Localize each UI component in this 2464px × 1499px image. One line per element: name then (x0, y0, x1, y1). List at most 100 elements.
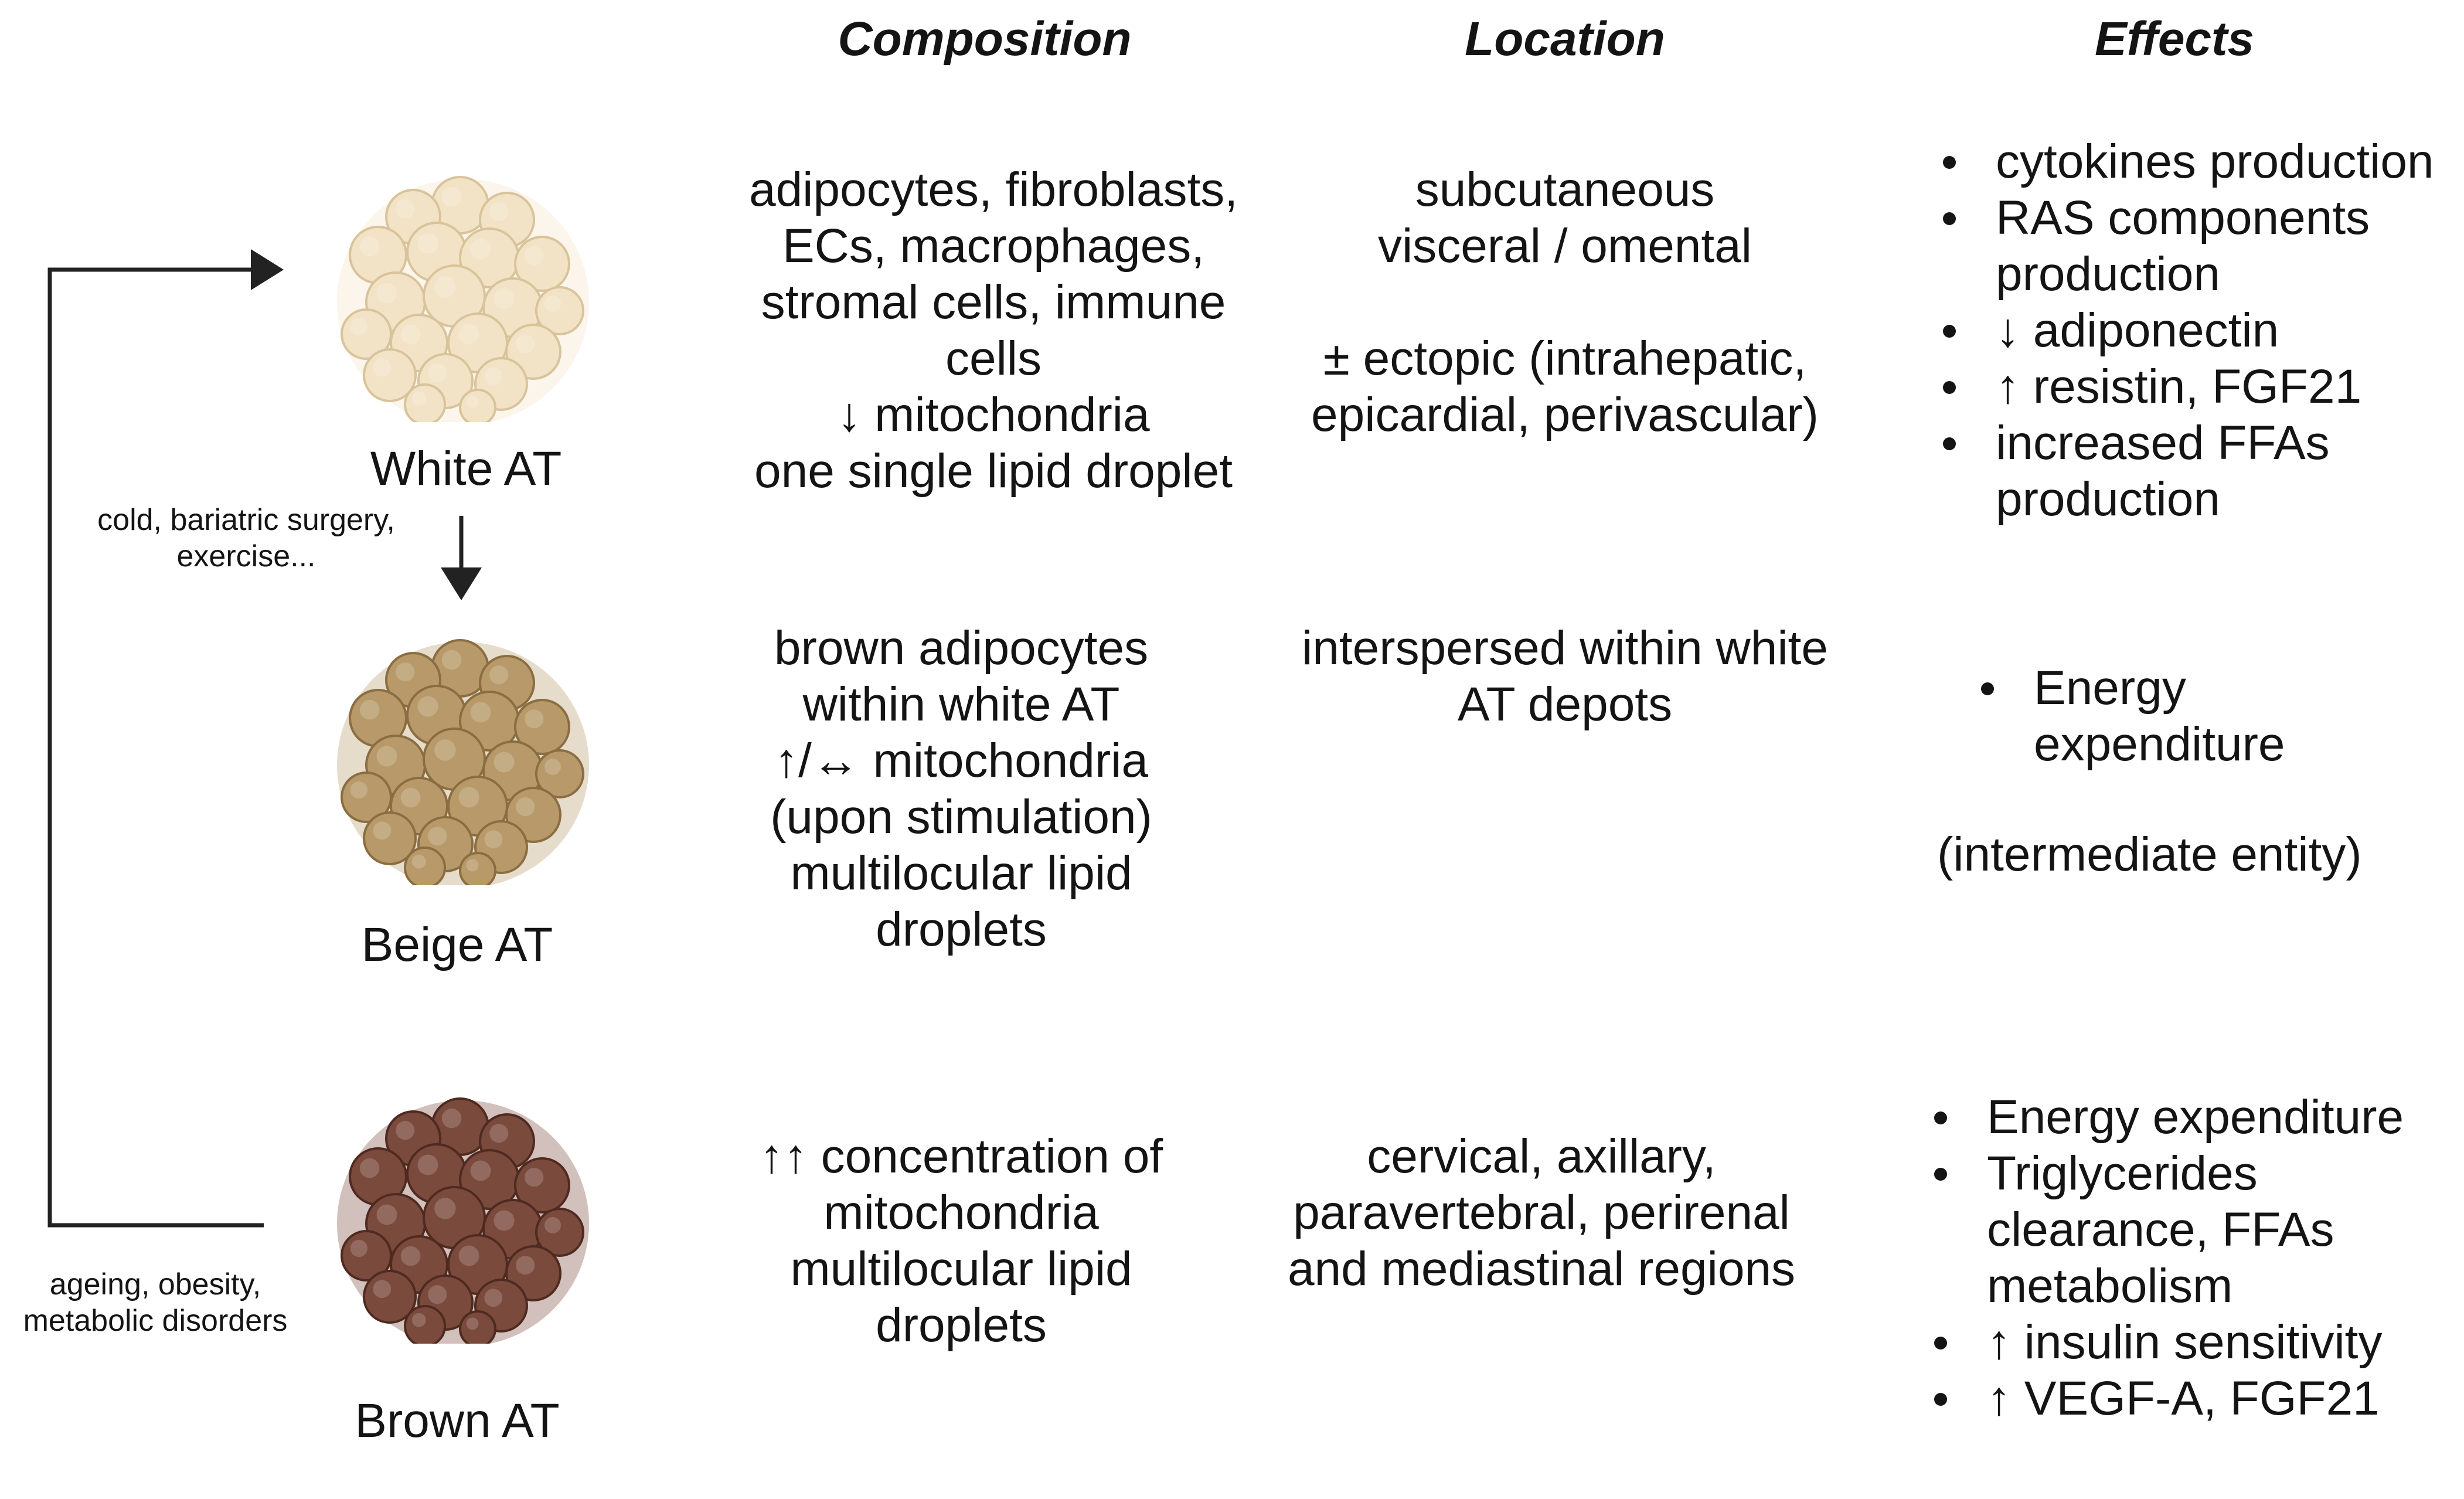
white-composition: adipocytes, fibroblasts, ECs, macrophage… (748, 163, 1238, 498)
cell-highlight (544, 1217, 561, 1233)
beige-effects-list: Energy expenditure (1975, 660, 2385, 773)
cell-highlight (489, 1124, 509, 1143)
list-item: Energy expenditure (1975, 660, 2385, 773)
brown-to-white-arrow (47, 249, 284, 1228)
cell-highlight (525, 1168, 544, 1187)
header-effects: Effects (2095, 12, 2254, 66)
cell-highlight (400, 1246, 421, 1266)
cell-highlight (428, 1285, 447, 1304)
cell-highlight (396, 199, 415, 219)
adipocyte-cell (341, 308, 392, 360)
white-location: subcutaneous visceral / omental ± ectopi… (1311, 163, 1819, 441)
cell-highlight (434, 739, 456, 761)
brown-effects-list: Energy expenditure Triglycerides clearan… (1928, 1089, 2456, 1427)
white-effects-list: cytokines production RAS components prod… (1937, 134, 2464, 528)
cell-highlight (516, 334, 535, 353)
adipocyte-cell (404, 847, 446, 885)
list-item: ↑ insulin sensitivity (1928, 1314, 2456, 1371)
cell-highlight (434, 276, 456, 298)
adipocyte-cell (459, 852, 496, 885)
cell-highlight (350, 1239, 368, 1257)
adipocyte-cell (363, 348, 417, 402)
beige-location: interspersed within white AT depots (1302, 621, 1828, 731)
adipocyte-cell (459, 389, 496, 422)
cell-highlight (376, 746, 397, 767)
cell-highlight (525, 709, 544, 729)
cell-highlight (516, 1256, 535, 1275)
cell-highlight (417, 696, 438, 717)
list-item: ↓ adiponectin (1937, 302, 2464, 359)
adipocyte-cell (535, 749, 584, 798)
brown-adipose-cluster-image (337, 1097, 589, 1344)
cell-highlight (466, 396, 479, 409)
cell-highlight (350, 318, 368, 336)
brown-to-white-conditions: ageing, obesity, metabolic disorders (23, 1267, 288, 1338)
list-item: RAS components production (1937, 190, 2464, 302)
cell-highlight (466, 1317, 479, 1330)
cell-highlight (359, 699, 380, 720)
adipocyte-cell (363, 811, 417, 865)
brown-at-label: Brown AT (355, 1394, 560, 1447)
cell-highlight (494, 288, 515, 310)
cell-highlight (373, 821, 392, 840)
beige-composition: brown adipocytes within white AT ↑/↔ mit… (770, 621, 1152, 956)
cell-highlight (396, 662, 415, 682)
cell-highlight (458, 787, 479, 808)
adipocyte-cell (341, 771, 392, 823)
cell-highlight (373, 358, 392, 377)
cell-highlight (376, 283, 397, 304)
cell-highlight (458, 1245, 479, 1266)
cell-highlight (400, 787, 421, 808)
list-item: Energy expenditure (1928, 1089, 2456, 1146)
white-to-beige-conditions: cold, bariatric surgery, exercise... (97, 503, 395, 573)
cell-highlight (458, 324, 479, 345)
beige-adipose-cluster-image (337, 639, 589, 885)
adipocyte-cell (535, 1208, 584, 1257)
cell-highlight (544, 759, 561, 775)
cell-highlight (484, 830, 503, 849)
adipocyte-cell (514, 699, 570, 755)
cell-highlight (428, 363, 447, 383)
cell-highlight (516, 797, 535, 817)
cell-highlight (489, 202, 509, 222)
cell-highlight (417, 233, 438, 254)
cell-highlight (484, 1289, 503, 1307)
cell-highlight (400, 324, 421, 345)
cell-highlight (411, 391, 426, 406)
cell-highlight (494, 752, 515, 773)
list-item: Triglycerides clearance, FFAs metabolism (1928, 1146, 2456, 1314)
cell-highlight (350, 781, 368, 799)
cell-highlight (470, 1160, 491, 1181)
adipocyte-cell (535, 286, 584, 335)
cell-highlight (470, 239, 491, 260)
cell-highlight (494, 1210, 515, 1231)
cell-highlight (466, 859, 479, 872)
header-location: Location (1465, 12, 1665, 66)
cell-highlight (373, 1280, 392, 1299)
cell-highlight (428, 827, 447, 846)
white-adipose-cluster-image (337, 176, 589, 422)
adipocyte-cell (341, 1230, 392, 1282)
beige-intermediate-note: (intermediate entity) (1937, 828, 2362, 881)
adipocyte-cell (514, 1157, 570, 1214)
cell-highlight (484, 367, 503, 386)
brown-location: cervical, axillary, paravertebral, perir… (1287, 1130, 1796, 1296)
header-composition: Composition (838, 12, 1132, 66)
cell-highlight (441, 1108, 462, 1129)
cell-highlight (441, 186, 462, 207)
cell-highlight (376, 1204, 397, 1225)
list-item: cytokines production (1937, 134, 2464, 190)
cell-highlight (544, 295, 561, 312)
adipocyte-cell (514, 236, 570, 292)
cell-highlight (470, 702, 491, 723)
beige-at-label: Beige AT (361, 918, 553, 971)
cell-highlight (434, 1198, 456, 1219)
cell-highlight (411, 1313, 426, 1327)
brown-composition: ↑↑ concentration of mitochondria multilo… (759, 1130, 1163, 1352)
adipocyte-cell (459, 1310, 496, 1344)
cell-highlight (396, 1121, 415, 1140)
list-item: ↑ resistin, FGF21 (1937, 359, 2464, 415)
white-at-label: White AT (370, 442, 562, 495)
cell-highlight (525, 246, 544, 266)
